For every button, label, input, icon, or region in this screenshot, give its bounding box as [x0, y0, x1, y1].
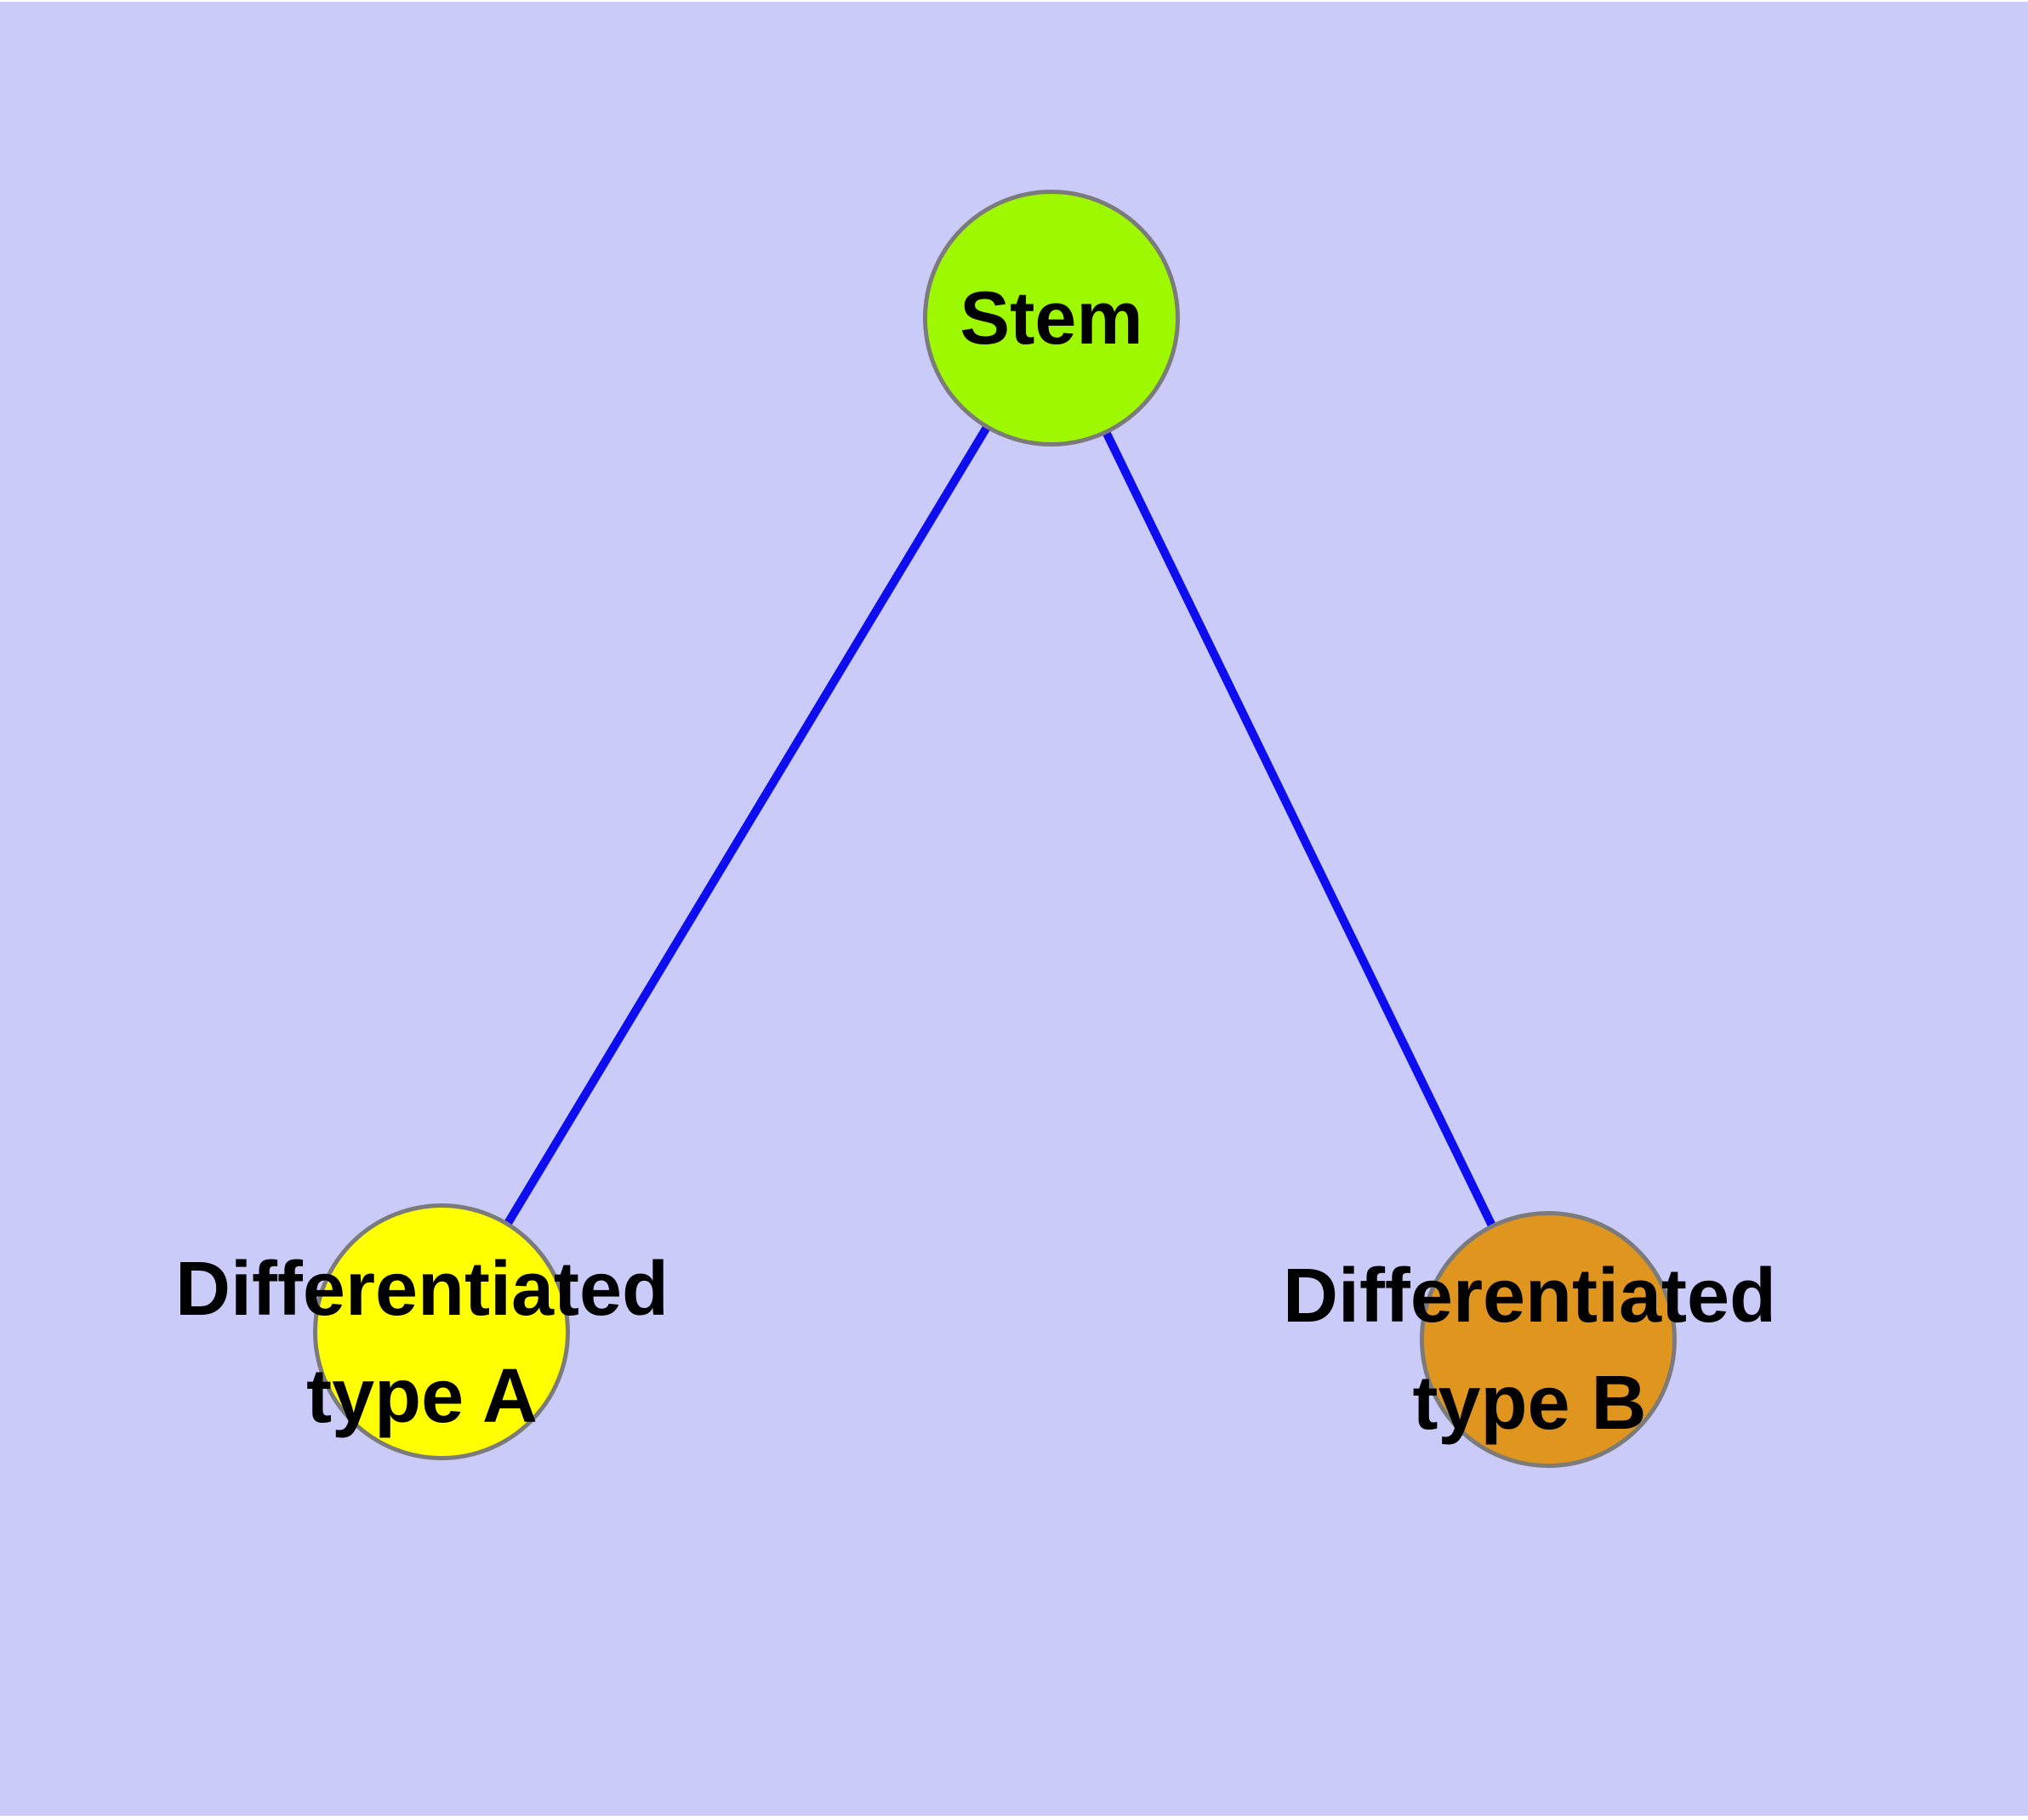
node-type-b-label-line2: type B — [1412, 1361, 1647, 1446]
node-type-b — [1420, 1211, 1677, 1468]
node-type-b-label: Differentiated type B — [1189, 1243, 1870, 1457]
node-type-a — [313, 1203, 570, 1460]
node-stem: Stem — [923, 190, 1180, 446]
node-stem-label: Stem — [960, 276, 1143, 360]
edge-stem-type-a — [437, 317, 1056, 1336]
node-type-b-label-line1: Differentiated — [1282, 1254, 1777, 1339]
node-type-a-label: Differentiated type A — [82, 1236, 762, 1450]
node-type-a-label-line2: type A — [306, 1354, 538, 1439]
node-type-a-label-line1: Differentiated — [174, 1247, 669, 1332]
edge-stem-type-b — [1047, 317, 1552, 1344]
